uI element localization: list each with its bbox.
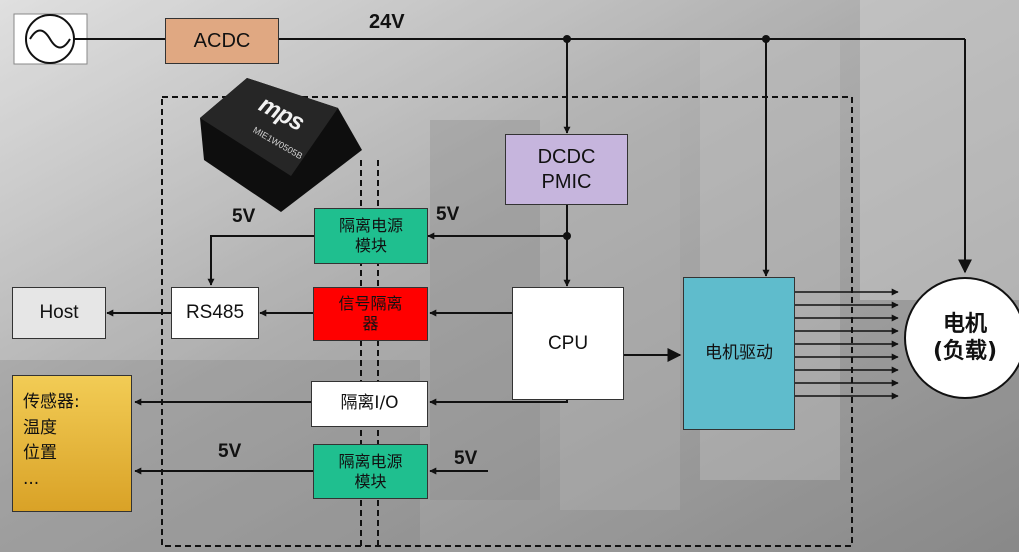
bus-24v	[74, 38, 972, 277]
system-boundary	[161, 96, 853, 547]
isolated-io-block: 隔离I/O	[311, 381, 428, 427]
sensor-line1: 传感器:	[23, 392, 80, 412]
iso-power-bottom-line1: 隔离电源	[338, 451, 403, 471]
motor-driver-block: 电机驱动	[683, 277, 795, 430]
sensor-line4: ...	[23, 468, 40, 489]
sensor-line2: 温度	[23, 417, 57, 438]
motor-phase-lines	[795, 288, 899, 400]
sensor-line3: 位置	[23, 443, 57, 463]
cpu-label: CPU	[547, 332, 589, 354]
iso-power-top-line2: 模块	[354, 236, 387, 255]
rail-5v	[427, 205, 571, 287]
label-5v-top-left: 5V	[232, 206, 256, 227]
dcdc-label: DCDC	[537, 145, 596, 168]
ac-source-icon	[13, 13, 88, 65]
signal-iso-line1: 信号隔离	[338, 294, 403, 313]
rs485-block: RS485	[171, 287, 259, 339]
rail-5v-rs485	[207, 235, 314, 286]
iso-io-label: 隔离I/O	[340, 393, 399, 414]
motor-driver-label: 电机驱动	[705, 342, 773, 363]
junction-dot	[762, 35, 770, 43]
iso-power-bottom-line2: 模块	[354, 471, 387, 491]
label-5v-bottom-right: 5V	[454, 448, 478, 469]
signal-isolator-block: 信号隔离 器	[313, 287, 428, 341]
pmic-label: PMIC	[541, 170, 592, 193]
rs485-label: RS485	[185, 302, 245, 324]
chip-image	[200, 78, 362, 212]
signal-path	[106, 309, 682, 475]
label-5v-top-right: 5V	[436, 204, 460, 225]
label-5v-bottom-left: 5V	[218, 441, 242, 462]
isolated-power-module-bottom: 隔离电源 模块	[313, 444, 428, 499]
iso-power-top-line1: 隔离电源	[338, 216, 403, 235]
sensor-block: 传感器: 温度 位置 ...	[12, 375, 132, 512]
acdc-block: ACDC	[165, 18, 279, 64]
acdc-label: ACDC	[193, 29, 251, 52]
motor-label-group: 电机 (负载)	[905, 300, 1019, 376]
motor-label-line2: (负载)	[932, 339, 998, 364]
motor-label-line1: 电机	[942, 311, 987, 337]
isolated-power-module-top: 隔离电源 模块	[314, 208, 428, 264]
dcdc-pmic-block: DCDC PMIC	[505, 134, 628, 205]
junction-dot	[563, 35, 571, 43]
host-block: Host	[12, 287, 106, 339]
host-label: Host	[39, 302, 79, 324]
signal-iso-line2: 器	[362, 314, 379, 333]
cpu-block: CPU	[512, 287, 624, 400]
junction-dot	[563, 232, 571, 240]
motor-circle	[904, 277, 1019, 399]
label-24v: 24V	[369, 11, 405, 33]
